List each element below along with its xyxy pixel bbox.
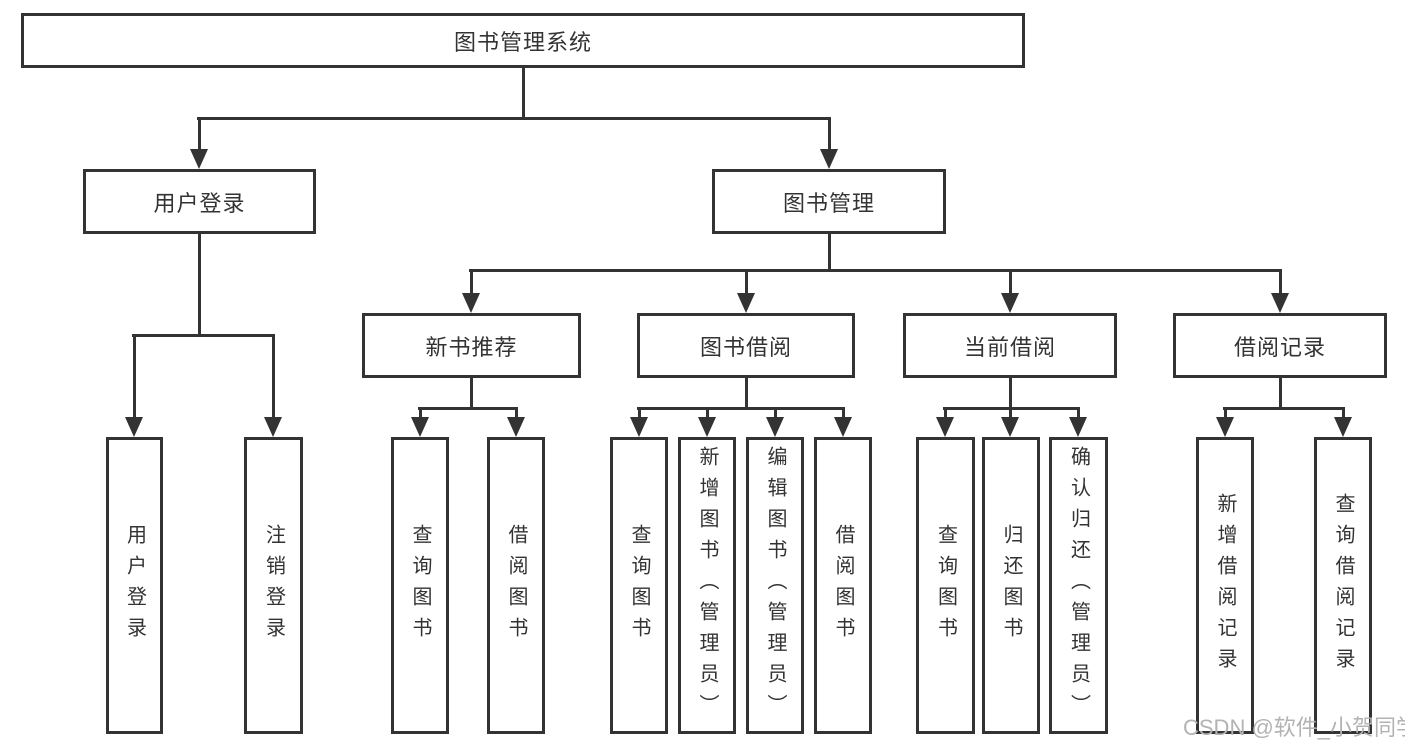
connector-vertical-line	[1008, 270, 1012, 294]
leaf-return-book-label: 归还图书	[1000, 523, 1022, 648]
node-book-borrow: 图书借阅	[637, 313, 855, 378]
leaf-query-books-2-label: 查询图书	[628, 523, 650, 648]
node-book-mgmt: 图书管理	[712, 169, 946, 234]
connector-vertical-line	[1223, 408, 1227, 418]
connector-vertical-line	[469, 378, 473, 410]
connector-vertical-line	[1076, 408, 1080, 418]
leaf-add-book-admin: 新增图书（管理员）	[678, 437, 736, 734]
arrow-down-icon	[737, 293, 755, 313]
arrow-down-icon	[1271, 293, 1289, 313]
connector-vertical-line	[841, 408, 845, 418]
connector-vertical-line	[744, 378, 748, 410]
connector-horizontal-line	[418, 406, 518, 410]
leaf-query-books-2: 查询图书	[610, 437, 668, 734]
arrow-down-icon	[190, 149, 208, 169]
connector-vertical-line	[521, 68, 525, 118]
connector-vertical-line	[943, 408, 947, 418]
leaf-query-books-1-label: 查询图书	[409, 523, 431, 648]
arrow-down-icon	[834, 417, 852, 437]
connector-vertical-line	[469, 270, 473, 294]
leaf-return-book: 归还图书	[982, 437, 1040, 734]
leaf-user-login-label: 用户登录	[123, 523, 146, 648]
arrow-down-icon	[820, 149, 838, 169]
leaf-logout-login: 注销登录	[244, 437, 303, 734]
leaf-confirm-return-admin: 确认归还（管理员）	[1049, 437, 1108, 734]
connector-horizontal-line	[469, 268, 1282, 272]
connector-vertical-line	[132, 335, 136, 418]
arrow-down-icon	[264, 417, 282, 437]
node-borrow-records: 借阅记录	[1173, 313, 1387, 378]
arrow-down-icon	[630, 417, 648, 437]
arrow-down-icon	[1334, 417, 1352, 437]
connector-vertical-line	[827, 118, 831, 150]
leaf-query-books-3-label: 查询图书	[934, 523, 957, 648]
connector-vertical-line	[744, 270, 748, 294]
connector-vertical-line	[1341, 408, 1345, 418]
leaf-user-login: 用户登录	[106, 437, 163, 734]
node-new-book-recommend: 新书推荐	[362, 313, 581, 378]
connector-horizontal-line	[637, 406, 845, 410]
arrow-down-icon	[462, 293, 480, 313]
arrow-down-icon	[936, 417, 954, 437]
leaf-borrow-books-1-label: 借阅图书	[505, 523, 527, 648]
connector-vertical-line	[1278, 378, 1282, 410]
leaf-query-books-1: 查询图书	[391, 437, 449, 734]
arrow-down-icon	[1216, 417, 1234, 437]
node-current-borrow: 当前借阅	[903, 313, 1117, 378]
arrow-down-icon	[698, 417, 716, 437]
arrow-down-icon	[507, 417, 525, 437]
csdn-watermark: CSDN @软件_小贺同学	[1183, 715, 1405, 740]
leaf-confirm-return-admin-label: 确认归还（管理员）	[1067, 446, 1090, 725]
connector-vertical-line	[197, 233, 201, 337]
arrow-down-icon	[1001, 417, 1019, 437]
leaf-add-book-admin-label: 新增图书（管理员）	[696, 446, 718, 725]
connector-horizontal-line	[197, 116, 831, 120]
arrow-down-icon	[411, 417, 429, 437]
leaf-borrow-books-2-label: 借阅图书	[832, 523, 854, 648]
leaf-edit-book-admin: 编辑图书（管理员）	[746, 437, 804, 734]
connector-horizontal-line	[132, 333, 275, 337]
connector-horizontal-line	[943, 406, 1080, 410]
node-root: 图书管理系统	[21, 13, 1025, 68]
connector-vertical-line	[1008, 408, 1012, 418]
arrow-down-icon	[125, 417, 143, 437]
leaf-logout-login-label: 注销登录	[262, 523, 285, 648]
connector-vertical-line	[271, 335, 275, 418]
connector-vertical-line	[1278, 270, 1282, 294]
leaf-query-borrow-record: 查询借阅记录	[1314, 437, 1372, 734]
connector-vertical-line	[514, 408, 518, 418]
leaf-edit-book-admin-label: 编辑图书（管理员）	[764, 446, 786, 725]
leaf-add-borrow-record: 新增借阅记录	[1196, 437, 1254, 734]
connector-vertical-line	[418, 408, 422, 418]
arrow-down-icon	[1001, 293, 1019, 313]
connector-vertical-line	[827, 233, 831, 272]
leaf-borrow-books-1: 借阅图书	[487, 437, 545, 734]
connector-vertical-line	[705, 408, 709, 418]
connector-vertical-line	[773, 408, 777, 418]
leaf-borrow-books-2: 借阅图书	[814, 437, 872, 734]
leaf-query-borrow-record-label: 查询借阅记录	[1332, 492, 1354, 679]
arrow-down-icon	[766, 417, 784, 437]
arrow-down-icon	[1069, 417, 1087, 437]
connector-vertical-line	[637, 408, 641, 418]
connector-horizontal-line	[1223, 406, 1345, 410]
leaf-add-borrow-record-label: 新增借阅记录	[1214, 492, 1236, 679]
leaf-query-books-3: 查询图书	[916, 437, 975, 734]
connector-vertical-line	[197, 118, 201, 150]
connector-vertical-line	[1008, 378, 1012, 410]
node-user-login: 用户登录	[83, 169, 316, 234]
